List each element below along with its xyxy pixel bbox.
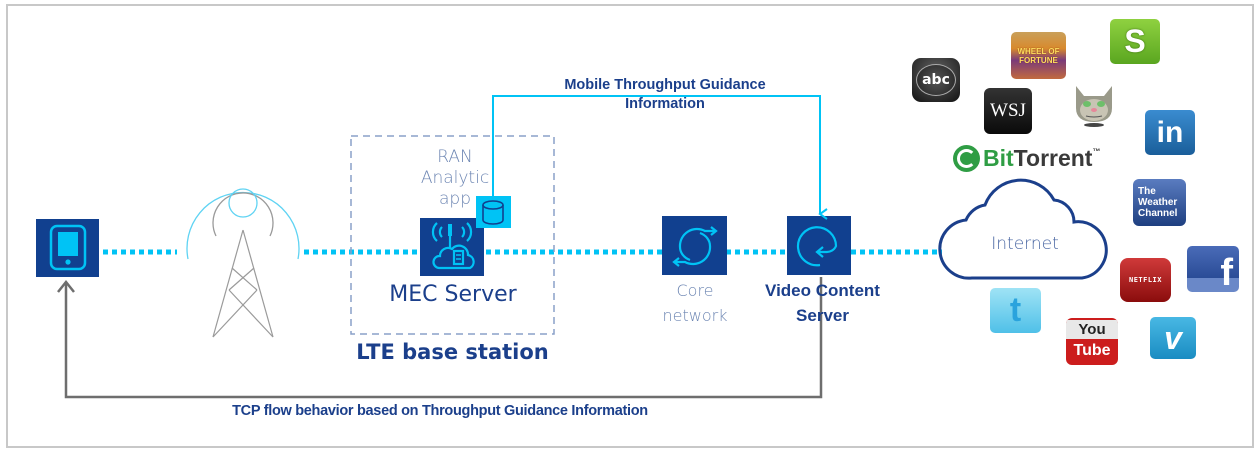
youtube-text: You (1066, 320, 1118, 339)
guidance-label-line: Mobile Throughput Guidance (564, 77, 766, 93)
sync-loop-icon (672, 226, 718, 267)
talking-tom-logo (1070, 78, 1118, 128)
wsj-logo: WSJ (984, 88, 1032, 134)
internet-cloud-icon (938, 178, 1108, 280)
facebook-logo: f (1187, 246, 1239, 292)
core-label-line: network (662, 306, 728, 325)
linkedin-logo: in (1145, 110, 1195, 155)
abc-text: abc (922, 72, 950, 88)
guidance-label-line: Information (625, 96, 705, 112)
weather-text: Channel (1138, 208, 1178, 219)
twitter-logo: t (990, 288, 1041, 333)
core-network-label: Core network (652, 278, 738, 328)
video-content-server-label: Video Content Server (745, 278, 900, 328)
ran-analytic-app-label: RAN Analytic app (420, 147, 490, 210)
bittorrent-logo: BitTorrent ™ (953, 143, 1123, 173)
netflix-logo: NETFLIX (1120, 258, 1171, 302)
youtube-logo: You Tube (1066, 318, 1118, 365)
lte-base-station-label: LTE base station (356, 340, 549, 364)
ran-label-line: RAN (437, 147, 473, 167)
abc-logo: abc (912, 58, 960, 102)
core-label-line: Core (676, 281, 714, 300)
vcs-label-line: Video Content (765, 281, 880, 300)
ran-label-line: app (439, 189, 471, 209)
netflix-text: NETFLIX (1128, 276, 1162, 284)
scribd-logo: S (1110, 19, 1160, 64)
lte-base-station-box (350, 135, 555, 335)
video-content-server-node[interactable] (787, 216, 851, 275)
guidance-link-arrow (492, 95, 828, 220)
vimeo-logo: v (1150, 317, 1196, 359)
linkedin-text: in (1156, 115, 1184, 149)
scribd-text: S (1124, 23, 1146, 59)
bittorrent-tm: ™ (1092, 147, 1101, 156)
facebook-text: f (1220, 252, 1233, 292)
wsj-text: WSJ (990, 100, 1026, 121)
internet-label: Internet (991, 234, 1059, 254)
wof-text: FORTUNE (1019, 55, 1058, 65)
weather-channel-logo: The Weather Channel (1133, 179, 1186, 226)
radio-tower-icon (186, 188, 300, 338)
tcp-flow-link-arrow (57, 277, 823, 399)
wof-text: WHEEL OF (1017, 46, 1060, 56)
mec-server-node[interactable] (420, 218, 484, 276)
tablet-icon (49, 224, 87, 271)
mobile-device-node[interactable] (36, 219, 99, 277)
youtube-text: Tube (1073, 342, 1111, 359)
ran-analytic-app-node[interactable] (476, 196, 511, 228)
mec-server-label: MEC Server (389, 282, 517, 307)
weather-text: Weather (1138, 197, 1178, 208)
diagram-frame (6, 4, 1254, 448)
core-network-node[interactable] (662, 216, 727, 275)
vimeo-text: v (1164, 320, 1182, 356)
ran-label-line: Analytic (420, 168, 490, 188)
database-icon (482, 200, 504, 225)
bittorrent-text-suffix: Torrent (1013, 144, 1093, 171)
guidance-label: Mobile Throughput Guidance Information (520, 76, 810, 114)
mec-server-icon (431, 222, 475, 270)
twitter-text: t (1009, 291, 1022, 329)
cat-face-icon (1076, 86, 1112, 127)
refresh-icon (796, 226, 838, 267)
tcp-flow-label: TCP flow behavior based on Throughput Gu… (232, 403, 648, 419)
bittorrent-text: BitTorrent (983, 144, 1093, 171)
wheel-of-fortune-logo: WHEEL OF FORTUNE (1011, 32, 1066, 79)
weather-text: The (1138, 186, 1156, 197)
bittorrent-icon (953, 144, 980, 172)
vcs-label-line: Server (796, 306, 849, 325)
